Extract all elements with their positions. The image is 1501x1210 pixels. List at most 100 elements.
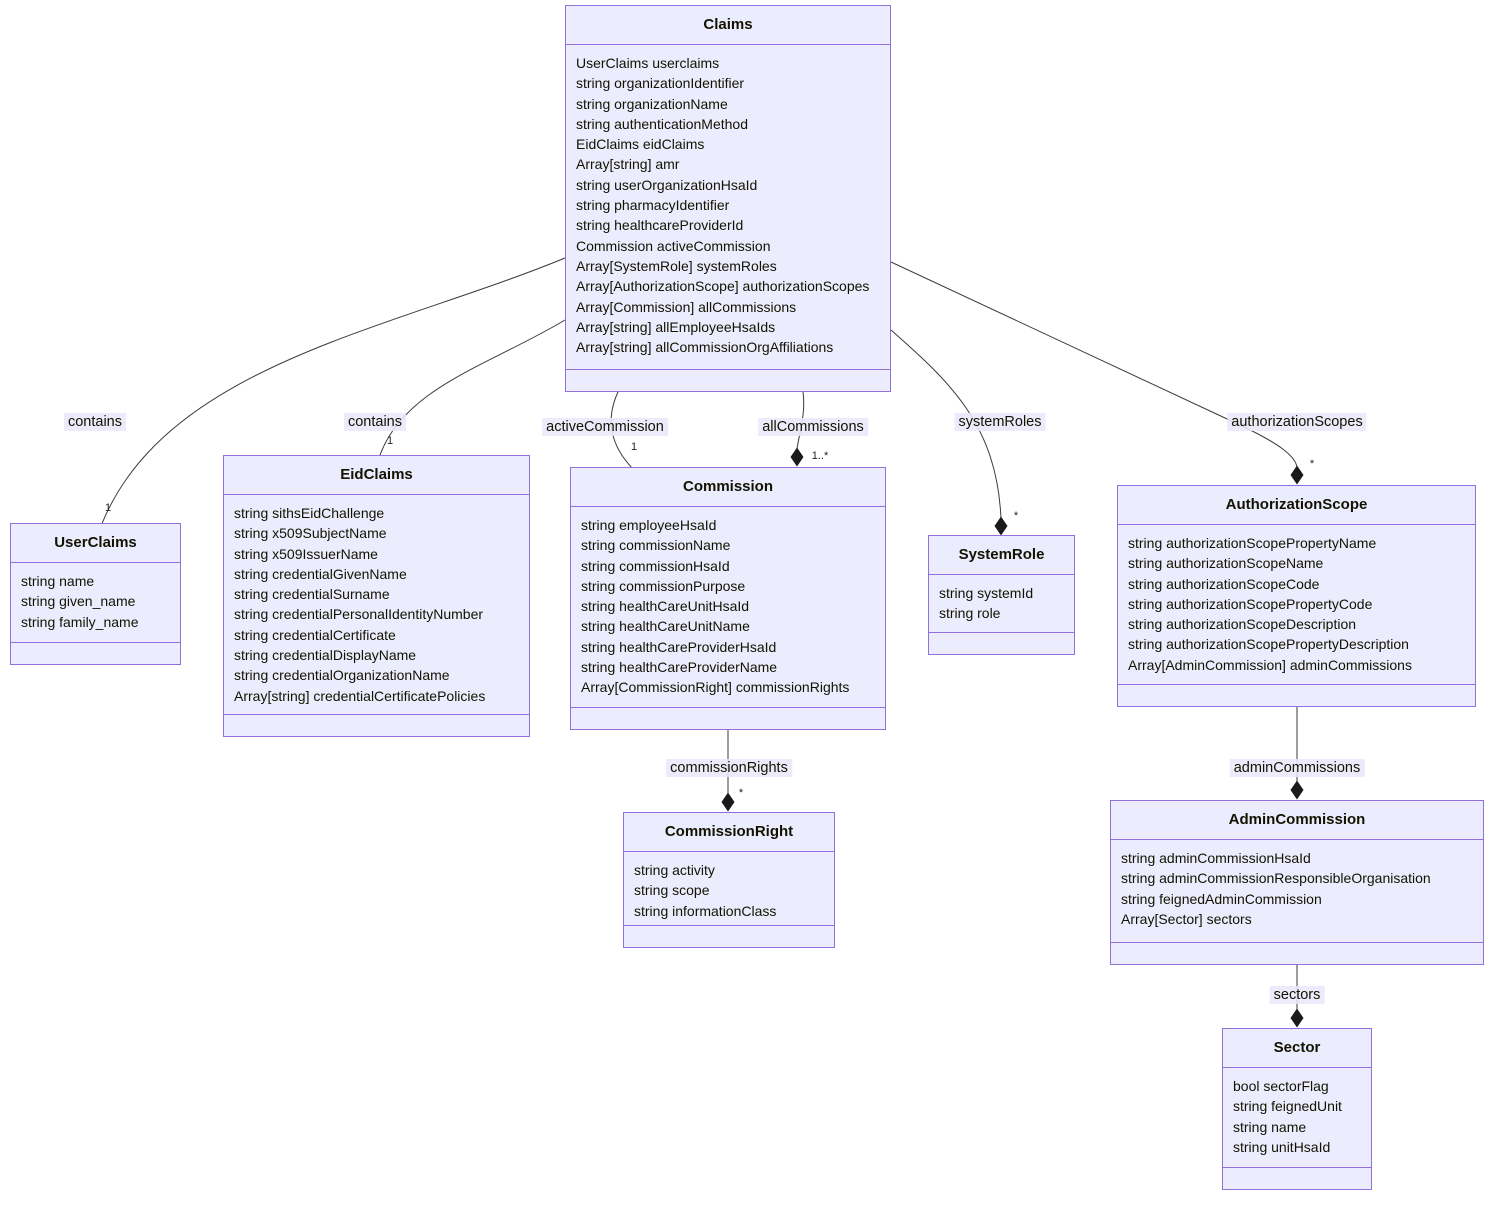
class-title-Sector: Sector	[1223, 1029, 1371, 1068]
edge-label-claims-userclaims: contains	[63, 413, 127, 431]
edge-label-claims-authorizationscopes: authorizationScopes	[1227, 413, 1367, 431]
class-title-UserClaims: UserClaims	[11, 524, 180, 563]
class-attribute: string feignedAdminCommission	[1121, 890, 1322, 907]
class-attribute: string authorizationScopeCode	[1128, 575, 1320, 592]
class-attribute: Array[string] allCommissionOrgAffiliatio…	[576, 339, 834, 356]
class-attribute: string authorizationScopeName	[1128, 555, 1324, 572]
class-attribute: string authorizationScopePropertyDescrip…	[1128, 636, 1409, 653]
class-attribute: string credentialOrganizationName	[234, 667, 450, 684]
edge-label-authorizationscope-admincommissions: adminCommissions	[1229, 759, 1365, 777]
class-attribute: string authorizationScopeDescription	[1128, 616, 1357, 633]
class-methods-section-empty	[1223, 1167, 1371, 1189]
composition-diamond-icon	[1290, 465, 1304, 485]
class-attribute: Array[Sector] sectors	[1121, 910, 1252, 927]
class-attribute: Array[AdminCommission] adminCommissions	[1128, 656, 1412, 673]
class-methods-section-empty	[566, 369, 890, 391]
class-attribute: string commissionPurpose	[581, 577, 746, 594]
class-attribute: string name	[21, 573, 95, 589]
class-attributes-SystemRole: string systemId string role	[929, 575, 1074, 628]
class-methods-section-empty	[929, 632, 1074, 654]
class-attribute: string name	[1233, 1118, 1307, 1135]
class-attribute: string organizationName	[576, 95, 728, 112]
class-attribute: string employeeHsaId	[581, 517, 717, 533]
class-attribute: Commission activeCommission	[576, 237, 771, 254]
class-title-SystemRole: SystemRole	[929, 536, 1074, 575]
class-attribute: string userOrganizationHsaId	[576, 176, 758, 193]
class-attribute: string healthcareProviderId	[576, 217, 744, 234]
class-box-SystemRole: SystemRole string systemId string role	[928, 535, 1075, 655]
multiplicity-label-claims-allcommissions: 1..*	[811, 450, 829, 462]
class-attribute: string authorizationScopePropertyName	[1128, 535, 1377, 551]
class-title-Claims: Claims	[566, 6, 890, 45]
class-attribute: string unitHsaId	[1233, 1138, 1331, 1155]
multiplicity-label-claims-systemroles: *	[1013, 510, 1019, 522]
edge-label-claims-eidclaims: contains	[343, 413, 407, 431]
class-attribute: string organizationIdentifier	[576, 75, 745, 92]
multiplicity-label-claims-userclaims: 1	[104, 502, 112, 514]
edge-claims-systemroles	[890, 329, 1002, 520]
class-attribute: string scope	[634, 882, 710, 899]
edge-claims-eidclaims	[378, 319, 566, 459]
class-attributes-Commission: string employeeHsaId string commissionNam…	[571, 507, 885, 702]
multiplicity-label-commission-commissionrights: *	[738, 787, 744, 799]
edge-label-admincommission-sectors: sectors	[1269, 986, 1325, 1004]
class-attribute: UserClaims userclaims	[576, 55, 720, 71]
edge-label-claims-activecommission: activeCommission	[542, 418, 668, 436]
class-attribute: string role	[939, 605, 1001, 622]
class-attribute: string systemId	[939, 585, 1034, 601]
class-attribute: string informationClass	[634, 902, 777, 919]
class-attribute: string feignedUnit	[1233, 1098, 1342, 1115]
class-methods-section-empty	[1118, 684, 1475, 706]
class-attribute: Array[CommissionRight] commissionRights	[581, 679, 850, 696]
class-attributes-Claims: UserClaims userclaims string organization…	[566, 45, 890, 361]
class-methods-section-empty	[571, 707, 885, 729]
class-attribute: string sithsEidChallenge	[234, 505, 385, 521]
class-methods-section-empty	[1111, 942, 1483, 964]
edge-label-claims-systemroles: systemRoles	[954, 413, 1046, 431]
composition-diamond-icon	[721, 792, 735, 812]
class-box-Commission: Commission string employeeHsaId string com…	[570, 467, 886, 730]
class-attribute: bool sectorFlag	[1233, 1078, 1329, 1094]
multiplicity-label-claims-activecommission: 1	[630, 441, 638, 453]
edge-claims-authorizationscopes	[890, 261, 1298, 468]
class-attribute: Array[string] allEmployeeHsaIds	[576, 318, 776, 335]
edge-label-commission-commissionrights: commissionRights	[666, 759, 792, 777]
class-attribute: string commissionHsaId	[581, 557, 730, 574]
class-attribute: string x509IssuerName	[234, 545, 378, 562]
class-title-Commission: Commission	[571, 468, 885, 507]
class-box-EidClaims: EidClaims string sithsEidChallenge string …	[223, 455, 530, 737]
class-attribute: string authenticationMethod	[576, 115, 748, 132]
class-attribute: string x509SubjectName	[234, 525, 387, 542]
class-attribute: string healthCareProviderHsaId	[581, 638, 777, 655]
multiplicity-label-claims-eidclaims: 1	[386, 435, 394, 447]
composition-diamond-icon	[1290, 1008, 1304, 1028]
class-methods-section-empty	[624, 925, 834, 947]
class-attribute: Array[string] amr	[576, 156, 680, 173]
class-title-AuthorizationScope: AuthorizationScope	[1118, 486, 1475, 525]
class-attribute: string commissionName	[581, 537, 731, 554]
edge-claims-userclaims	[100, 257, 566, 527]
class-attribute: string credentialPersonalIdentityNumber	[234, 606, 484, 623]
class-attribute: string credentialGivenName	[234, 565, 407, 582]
class-attribute: string authorizationScopePropertyCode	[1128, 595, 1373, 612]
multiplicity-label-claims-authorizationscopes: *	[1309, 458, 1315, 470]
class-attributes-AuthorizationScope: string authorizationScopePropertyName str…	[1118, 525, 1475, 679]
class-methods-section-empty	[224, 714, 529, 736]
composition-diamond-icon	[790, 447, 804, 467]
class-attribute: string healthCareUnitName	[581, 618, 750, 635]
class-attribute: string healthCareUnitHsaId	[581, 598, 750, 615]
composition-diamond-icon	[994, 516, 1008, 536]
class-attribute: string credentialCertificate	[234, 626, 396, 643]
class-attribute: Array[SystemRole] systemRoles	[576, 257, 777, 274]
class-methods-section-empty	[11, 642, 180, 664]
class-title-CommissionRight: CommissionRight	[624, 813, 834, 852]
class-attribute: string credentialDisplayName	[234, 647, 417, 664]
class-title-EidClaims: EidClaims	[224, 456, 529, 495]
